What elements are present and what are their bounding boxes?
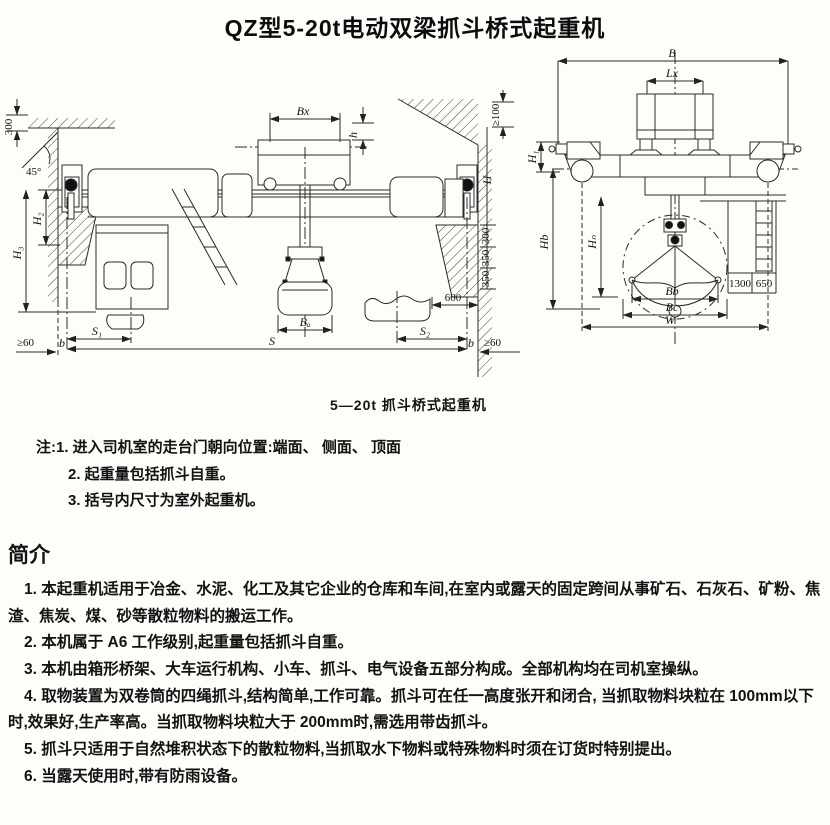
note-line-1: 注:1. 进入司机室的走台门朝向位置:端面、 侧面、 顶面 (36, 439, 402, 456)
crane-drawing-svg: 300 45° Bx h ≥100 H 300 350 350 600 H₂ H… (3, 46, 802, 377)
intro-paragraph: 6. 当露天使用时,带有防雨设备。 (24, 767, 248, 785)
dim-label-w: W (665, 313, 676, 327)
dim-label-lx: Lx (665, 66, 679, 80)
dim-label-h2: H₂ (30, 213, 44, 227)
dim-label-bx: Bx (297, 104, 310, 118)
notes: 注:1. 进入司机室的走台门朝向位置:端面、 侧面、 顶面 2. 起重量包括抓斗… (36, 435, 830, 515)
dim-label-hn: Hₙ (585, 235, 599, 250)
dim-label-s1: S₁ (92, 324, 102, 338)
dim-label-b-left: b (59, 336, 65, 350)
dim-label-bb: Bb (665, 284, 678, 298)
dim-label-300: 300 (480, 227, 492, 244)
note-line-3: 3. 括号内尺寸为室外起重机。 (68, 492, 265, 510)
right-view (536, 52, 802, 347)
left-view (6, 90, 520, 377)
dim-label-bc: Bc (666, 300, 679, 314)
dim-label-ge100: ≥100 (490, 103, 502, 126)
note-line-2: 2. 起重量包括抓斗自重。 (68, 465, 235, 483)
dim-label-ge60-left: ≥60 (17, 337, 35, 349)
dim-label-ceiling-gap: 300 (3, 118, 15, 135)
dim-label-hb: Hb (537, 235, 551, 251)
dim-label-s: S (269, 334, 275, 348)
intro-paragraph: 1. 本起重机适用于冶金、水泥、化工及其它企业的仓库和车间,在室内或露天的固定跨… (8, 581, 821, 625)
intro-paragraph: 3. 本机由箱形桥架、大车运行机构、小车、抓斗、电气设备五部分构成。全部机构均在… (24, 661, 708, 679)
dim-label-s2: S₂ (420, 324, 430, 338)
intro-section: 1. 本起重机适用于冶金、水泥、化工及其它企业的仓库和车间,在室内或露天的固定跨… (0, 577, 830, 790)
dim-label-B: B (668, 47, 676, 60)
dim-label-H: H (480, 174, 494, 185)
intro-paragraph: 2. 本机属于 A6 工作级别,起重量包括抓斗自重。 (24, 634, 353, 652)
intro-paragraph: 5. 抓斗只适用于自然堆积状态下的散粒物料,当抓取水下物料或特殊物料时须在订货时… (24, 741, 682, 758)
dim-label-b-right: b (468, 336, 474, 350)
intro-heading: 简介 (8, 544, 50, 568)
dim-label-45deg: 45° (26, 166, 41, 178)
dim-label-1300: 1300 (729, 278, 752, 290)
dim-label-350a: 350 (480, 249, 492, 266)
dim-label-600: 600 (445, 292, 462, 304)
intro-paragraph: 4. 取物装置为双卷筒的四绳抓斗,结构简单,工作可靠。抓斗可在任一高度张开和闭合… (8, 687, 814, 732)
drawing-caption: 5—20t 抓斗桥式起重机 (330, 397, 487, 413)
dim-label-h: h (346, 132, 360, 138)
dim-label-ge60-right: ≥60 (484, 337, 502, 349)
page-title: QZ型5-20t电动双梁抓斗桥式起重机 (224, 15, 606, 41)
dim-label-ba: Bₐ (300, 315, 311, 329)
dim-label-h1: H₁ (525, 151, 539, 165)
dim-label-350b: 350 (480, 270, 492, 287)
technical-drawing: 300 45° Bx h ≥100 H 300 350 350 600 H₂ H… (0, 46, 830, 387)
dim-label-h3: H₃ (10, 247, 24, 261)
dim-label-650: 650 (756, 278, 773, 290)
